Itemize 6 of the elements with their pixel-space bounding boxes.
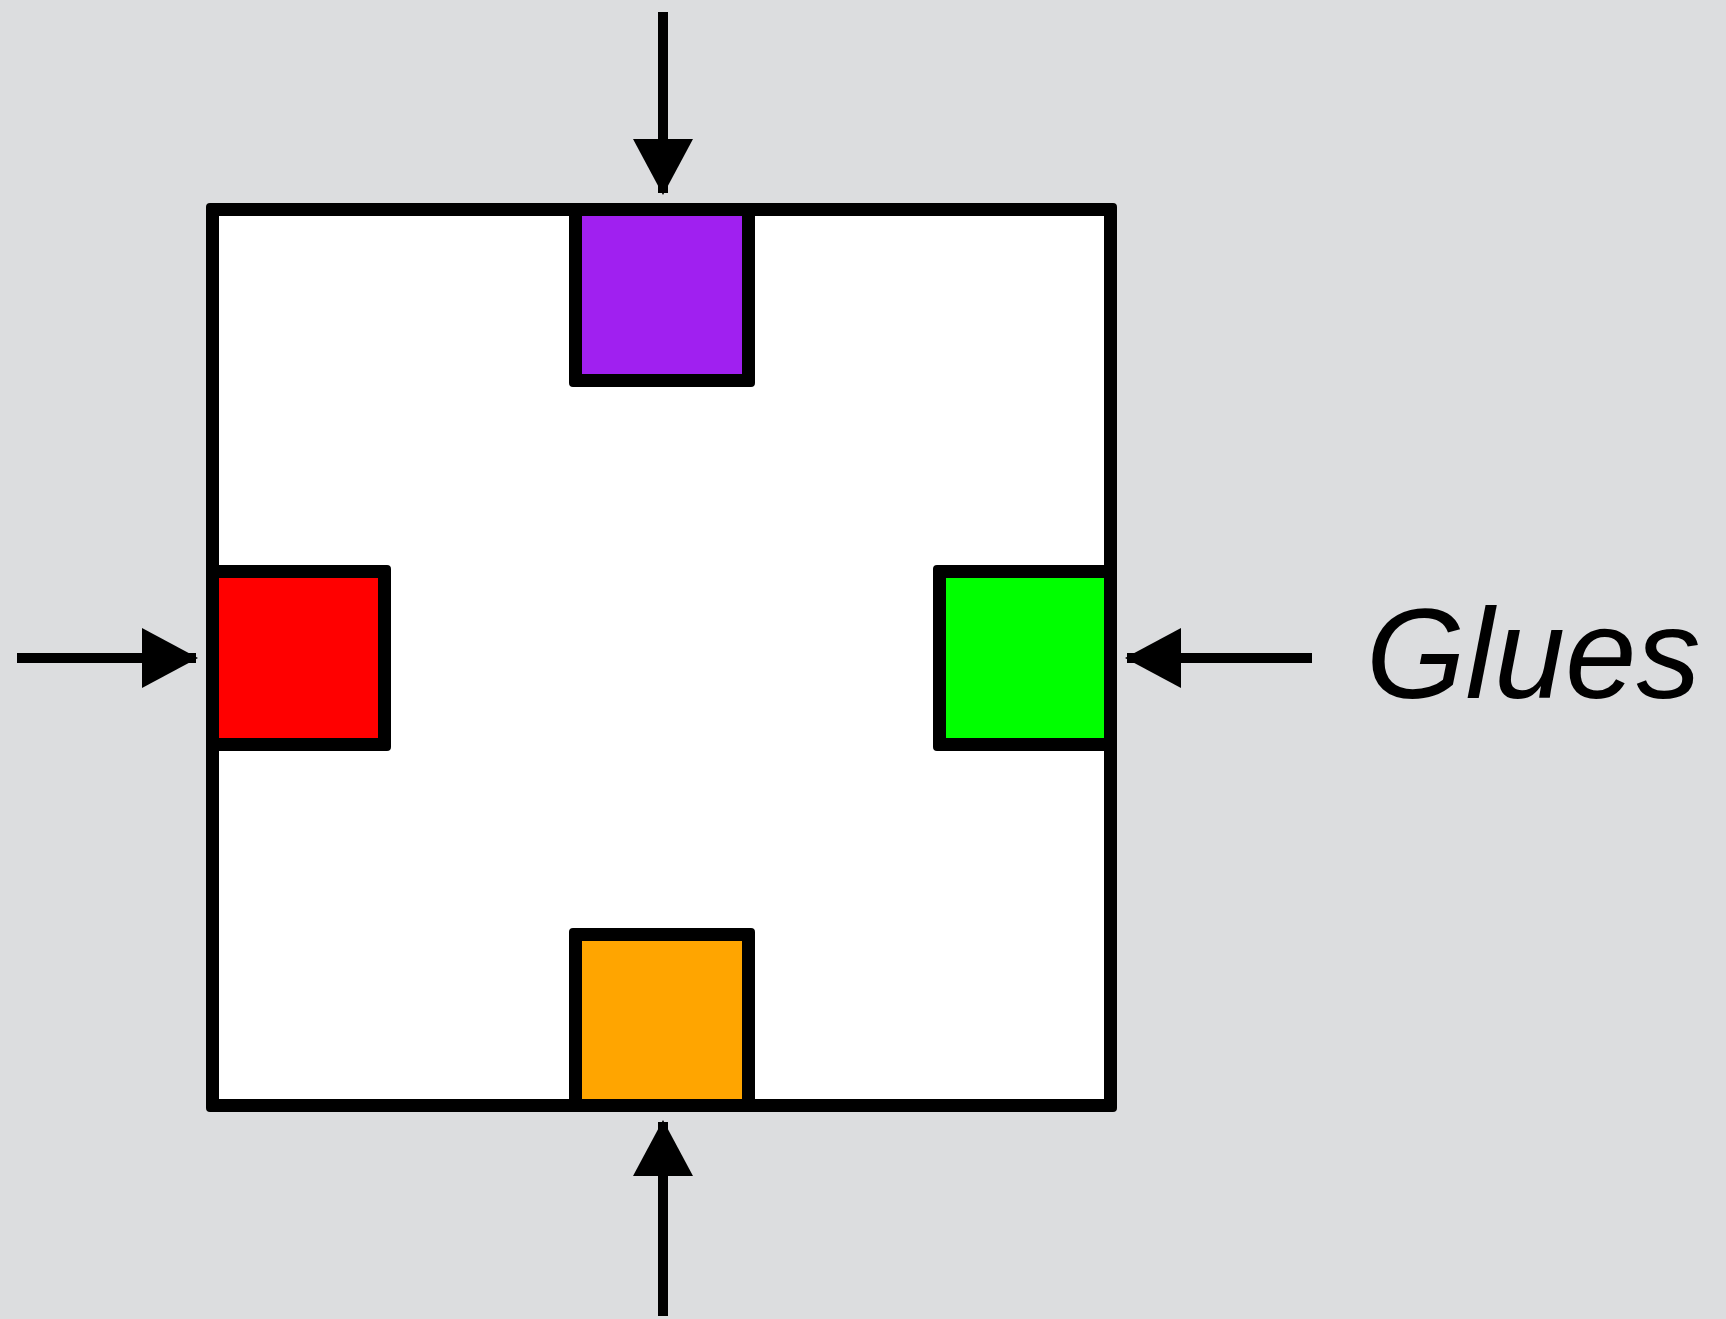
arrow [1125,628,1312,688]
label-text: Glues [1366,590,1701,718]
arrow [633,12,693,195]
arrow [633,1120,693,1316]
arrow [17,628,198,688]
outer-square-box [206,203,1117,1112]
